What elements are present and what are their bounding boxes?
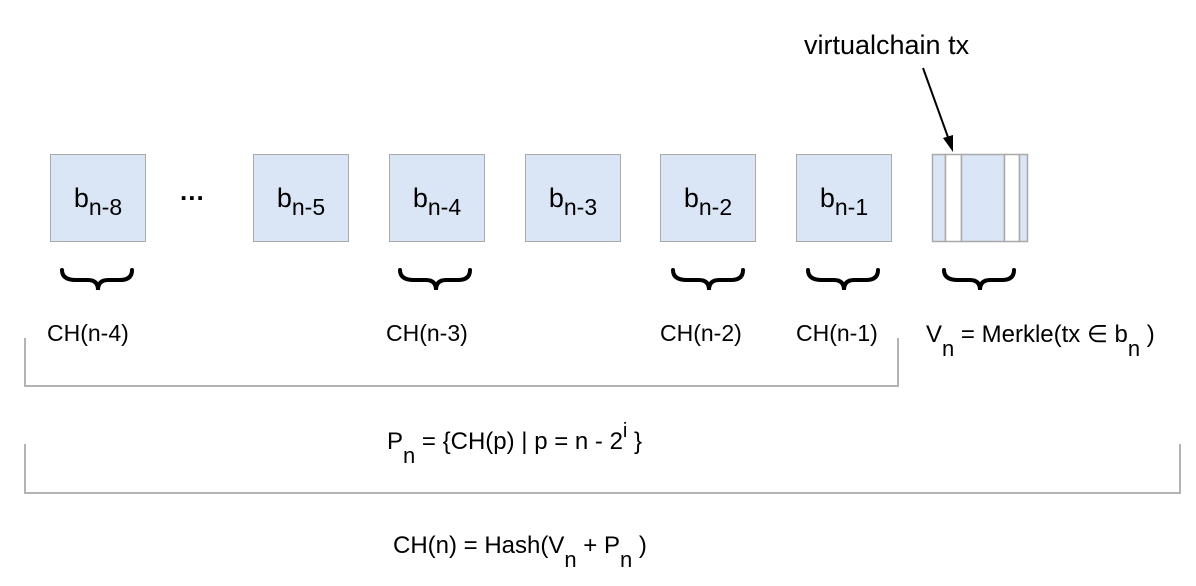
chn-plus: + P (576, 532, 620, 559)
brackets (24, 338, 1181, 494)
braces (60, 268, 1016, 291)
block-subscript: n-2 (698, 193, 733, 220)
ch-label-n-2: CH(n-2) (660, 320, 742, 346)
block-label: b (73, 182, 89, 213)
vn-subscript: n (942, 336, 955, 361)
chn-v-subscript: n (564, 547, 577, 572)
pn-expression: = {CH(p) | p = n - 2 (415, 428, 623, 455)
chn-close: ) (632, 532, 647, 559)
vn-expression: = Merkle(tx ∈ b (954, 321, 1128, 348)
block-label: b (819, 182, 835, 213)
block-subscript: n-1 (834, 193, 869, 220)
pn-subscript: n (403, 443, 416, 468)
chn-expression: CH(n) = Hash(V (393, 532, 565, 559)
block-label: b (276, 182, 292, 213)
vn-formula: Vn = Merkle(tx ∈ bn ) (926, 320, 1155, 361)
brace-n-1 (806, 268, 880, 291)
pn-superscript: i (622, 420, 628, 442)
ch-group-bracket (24, 338, 899, 387)
virtualchain-tx-label: virtualchain tx (804, 30, 970, 60)
vn-symbol: V (926, 321, 943, 348)
pn-symbol: P (387, 428, 404, 455)
block-subscript: n-4 (427, 193, 462, 220)
brace-n (942, 268, 1016, 291)
ch-label-n-1: CH(n-1) (796, 320, 878, 346)
pn-group-bracket (24, 444, 1181, 494)
current-block-stripes (931, 153, 1029, 243)
tx-arrow (922, 67, 953, 152)
brace-n-2 (671, 268, 745, 291)
vn-b-subscript: n (1127, 336, 1141, 361)
ellipsis: ... (180, 176, 205, 206)
block-label: b (412, 182, 428, 213)
ch-label-n-3: CH(n-3) (386, 320, 468, 346)
brace-n-4 (398, 268, 472, 291)
ch-label-n-4: CH(n-4) (47, 320, 129, 346)
block-label: b (683, 182, 699, 213)
chn-p-subscript: n (619, 547, 633, 572)
pn-formula: Pn = {CH(p) | p = n - 2i } (387, 420, 643, 468)
block-subscript: n-5 (291, 193, 326, 220)
block-label: b (548, 182, 564, 213)
brace-n-8 (60, 268, 134, 291)
pn-close: } (627, 428, 643, 455)
block-subscript: n-3 (563, 193, 598, 220)
chn-formula: CH(n) = Hash(Vn + Pn ) (393, 532, 647, 572)
block-subscript: n-8 (88, 193, 123, 220)
vn-close: ) (1140, 321, 1155, 348)
